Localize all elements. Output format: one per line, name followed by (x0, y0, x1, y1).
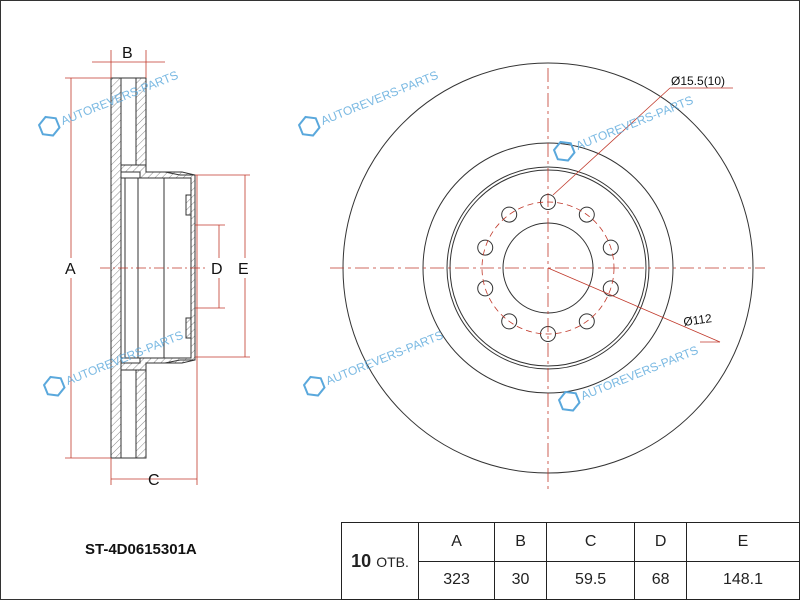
watermark: AUTOREVERS-PARTS (302, 328, 445, 397)
watermark-logo-icon (42, 375, 66, 397)
watermark: AUTOREVERS-PARTS (37, 68, 180, 137)
part-number: ST-4D0615301A (85, 541, 197, 558)
bolt-hole (477, 280, 494, 297)
watermark-logo-icon (297, 115, 321, 137)
watermark: AUTOREVERS-PARTS (297, 68, 440, 137)
header-d: D (634, 522, 688, 562)
watermark-logo-icon (302, 375, 326, 397)
bolt-hole (477, 239, 494, 256)
holes-unit: ОТВ. (376, 553, 409, 570)
header-b: B (494, 522, 547, 562)
value-d: 68 (634, 560, 688, 600)
bolt-hole-label: Ø15.5(10) (671, 74, 725, 88)
dim-label-c: C (148, 472, 160, 489)
value-b: 30 (494, 560, 547, 600)
bolt-circle-label: Ø112 (682, 311, 712, 329)
side-dimensions (65, 50, 250, 485)
watermark-logo-icon (557, 390, 581, 412)
watermark-logo-icon (552, 140, 576, 162)
value-e: 148.1 (686, 560, 800, 600)
dim-label-a: A (65, 261, 76, 278)
front-centerlines (330, 68, 765, 490)
watermark: AUTOREVERS-PARTS (552, 93, 695, 162)
header-c: C (545, 522, 636, 562)
watermark: AUTOREVERS-PARTS (557, 343, 700, 412)
watermark-logo-icon (37, 115, 61, 137)
value-a: 323 (417, 560, 496, 600)
watermark-text: AUTOREVERS-PARTS (319, 68, 440, 128)
holes-count: 10 (351, 550, 372, 571)
dimensions-table: 10 ОТВ. A B C D E 323 30 59.5 68 148.1 (341, 522, 800, 600)
value-c: 59.5 (545, 560, 636, 600)
holes-count-cell: 10 ОТВ. (341, 522, 419, 600)
watermark-text: AUTOREVERS-PARTS (324, 328, 445, 388)
dim-label-b: B (122, 45, 133, 62)
header-e: E (686, 522, 800, 562)
watermark-text: AUTOREVERS-PARTS (579, 343, 700, 403)
bolt-hole (501, 206, 518, 223)
header-a: A (417, 522, 496, 562)
dim-label-d: D (211, 261, 223, 278)
watermark-text: AUTOREVERS-PARTS (574, 93, 695, 153)
dim-label-e: E (238, 261, 249, 278)
